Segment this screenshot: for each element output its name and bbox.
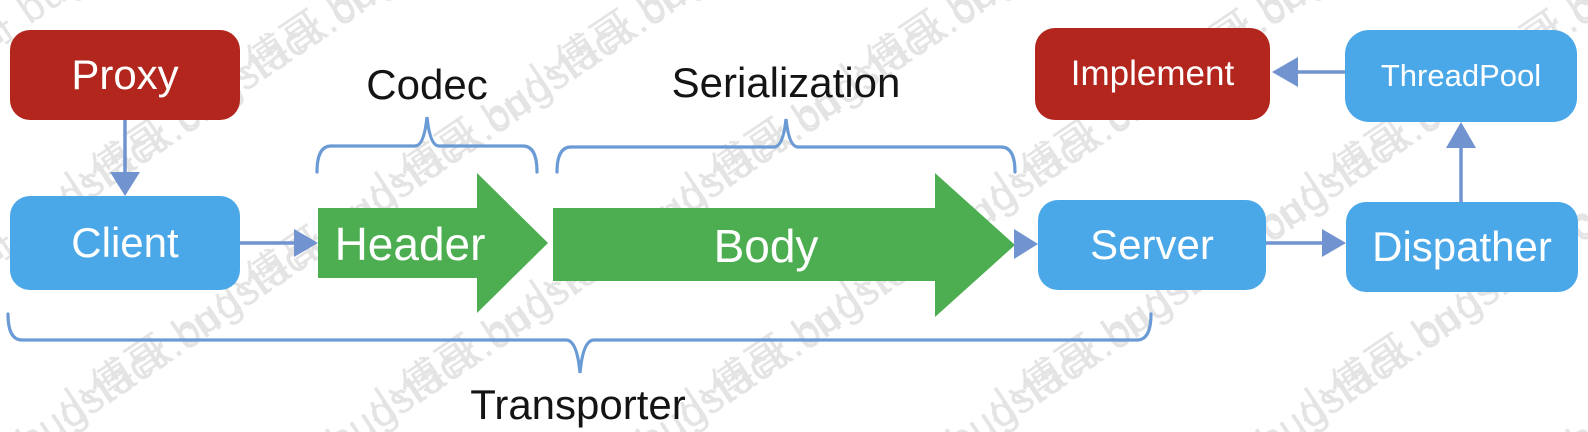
threadpool-to-implement-arrow-head — [1272, 57, 1298, 87]
server-to-dispather-arrow-head — [1322, 229, 1346, 257]
codec-label: Codec — [366, 61, 488, 108]
transporter-label: Transporter — [470, 381, 686, 428]
header-block-arrow — [318, 173, 548, 313]
body-block-arrow — [553, 173, 1015, 317]
dispather-to-threadpool-arrow-head — [1446, 122, 1476, 148]
body-to-server-arrow-head — [1014, 229, 1038, 259]
node-server: Server — [1038, 200, 1266, 290]
node-dispather: Dispather — [1346, 202, 1578, 292]
node-proxy: Proxy — [10, 30, 240, 120]
transporter-brace — [6, 312, 1153, 374]
body-arrow-label: Body — [713, 220, 819, 272]
node-threadpool: ThreadPool — [1345, 30, 1577, 122]
serialization-brace — [555, 118, 1017, 174]
header-arrow-label: Header — [334, 218, 486, 270]
proxy-to-client-arrow-head — [110, 172, 140, 196]
client-to-header-arrow-head — [294, 229, 318, 257]
codec-brace — [315, 116, 539, 174]
node-client: Client — [10, 196, 240, 290]
serialization-label: Serialization — [671, 59, 901, 106]
node-implement: Implement — [1035, 28, 1270, 120]
